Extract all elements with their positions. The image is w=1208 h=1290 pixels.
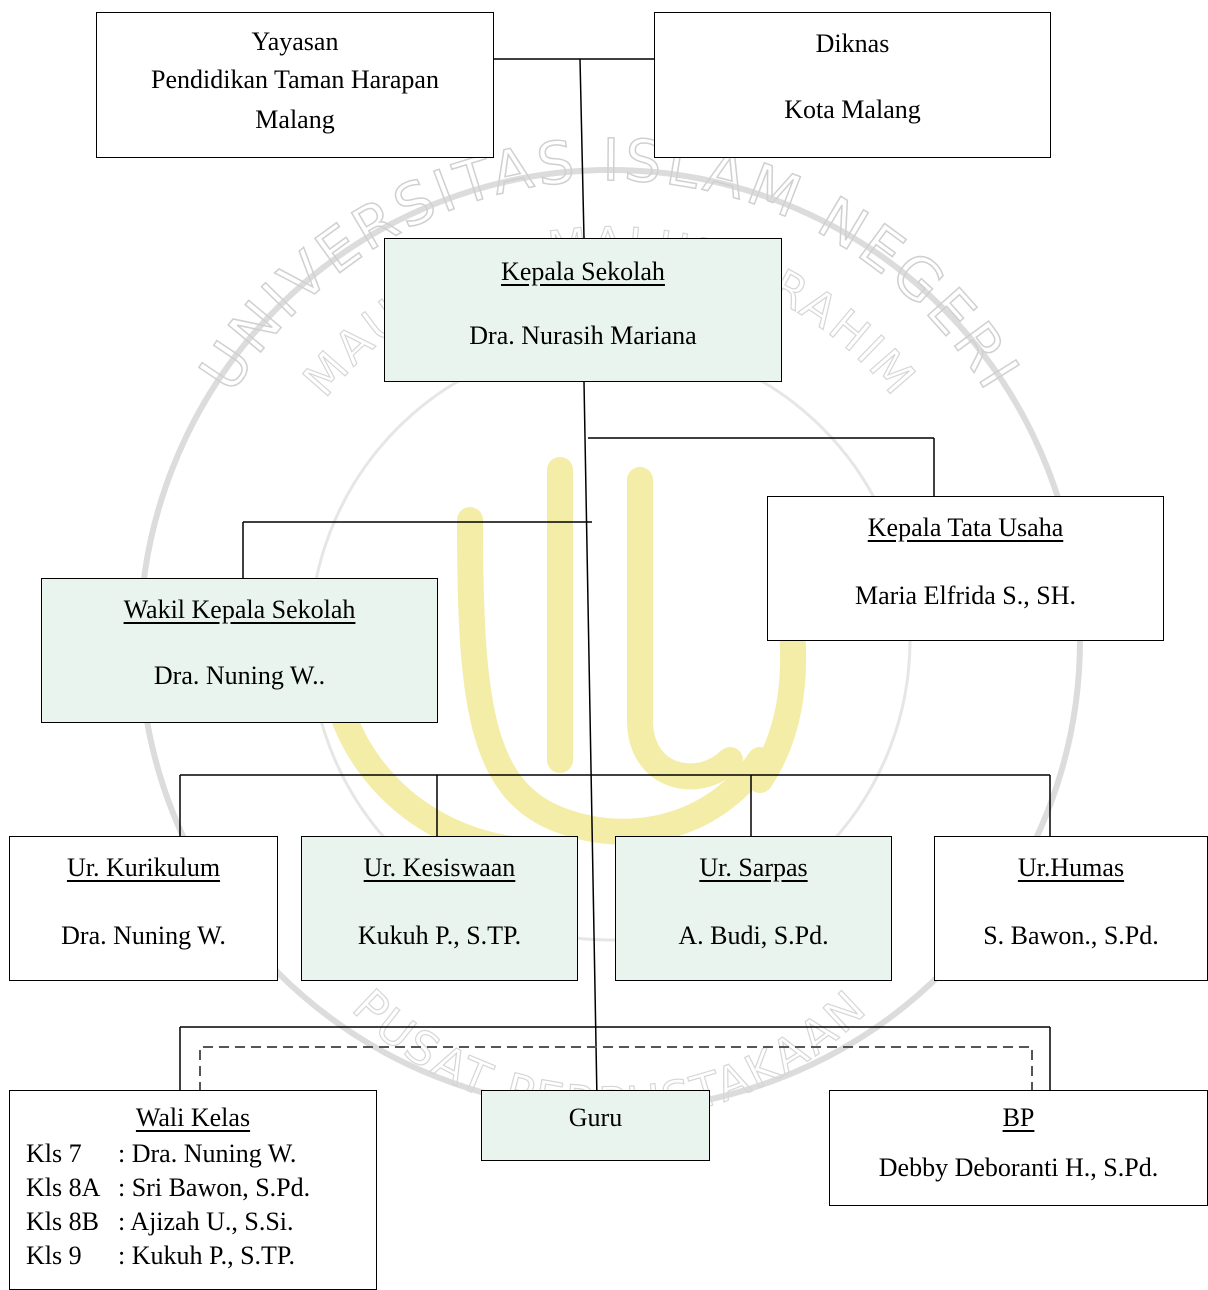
line-top-to-kepala: [579, 58, 585, 239]
kesiswaan-title: Ur. Kesiswaan: [363, 853, 516, 882]
kls-8b-label: Kls 8B: [26, 1207, 99, 1236]
wali-kelas-row-8b: Kls 8B : Ajizah U., S.Si.: [26, 1207, 294, 1237]
bp-title: BP: [1002, 1103, 1035, 1132]
sarpas-name: A. Budi, S.Pd.: [678, 921, 829, 950]
kls-9-name: : Kukuh P., S.TP.: [118, 1241, 295, 1270]
kesiswaan-name: Kukuh P., S.TP.: [357, 921, 522, 950]
diknas-line-2: Kota Malang: [784, 95, 921, 124]
node-ur-humas: Ur.Humas S. Bawon., S.Pd.: [934, 836, 1208, 981]
wali-kelas-row-8a: Kls 8A : Sri Bawon, S.Pd.: [26, 1173, 310, 1203]
node-ur-kurikulum: Ur. Kurikulum Dra. Nuning W.: [9, 836, 278, 981]
line-coordination-dashed: [199, 1046, 1033, 1092]
humas-name: S. Bawon., S.Pd.: [983, 921, 1159, 950]
kls-9-label: Kls 9: [26, 1241, 82, 1270]
sarpas-title: Ur. Sarpas: [699, 853, 808, 882]
kls-8a-label: Kls 8A: [26, 1173, 101, 1202]
node-yayasan: Yayasan Pendidikan Taman Harapan Malang: [96, 12, 494, 158]
bp-name: Debby Deboranti H., S.Pd.: [878, 1153, 1159, 1182]
node-wali-kelas: Wali Kelas Kls 7 : Dra. Nuning W. Kls 8A:…: [9, 1090, 377, 1290]
node-wakil-kepala-sekolah: Wakil Kepala Sekolah Dra. Nuning W..: [41, 578, 438, 723]
wali-kelas-row-9: Kls 9 : Kukuh P., S.TP.: [26, 1241, 295, 1271]
kls-8a-name: : Sri Bawon, S.Pd.: [118, 1173, 311, 1202]
guru-title: Guru: [568, 1103, 623, 1132]
yayasan-line-2: Pendidikan Taman Harapan: [151, 65, 439, 94]
node-guru: Guru: [481, 1090, 710, 1161]
wali-kelas-row-7: Kls 7 : Dra. Nuning W.: [26, 1139, 296, 1169]
humas-title: Ur.Humas: [1017, 853, 1125, 882]
kls-7-label: Kls 7: [26, 1139, 82, 1168]
kepala-sekolah-title: Kepala Sekolah: [501, 257, 665, 286]
wakil-name: Dra. Nuning W..: [153, 661, 326, 690]
node-kepala-sekolah: Kepala Sekolah Dra. Nurasih Mariana: [384, 238, 782, 382]
kls-7-name: : Dra. Nuning W.: [118, 1139, 297, 1168]
node-ur-sarpas: Ur. Sarpas A. Budi, S.Pd.: [615, 836, 892, 981]
kepala-tu-name: Maria Elfrida S., SH.: [855, 581, 1076, 610]
yayasan-line-1: Yayasan: [251, 27, 339, 56]
kepala-sekolah-name: Dra. Nurasih Mariana: [469, 321, 697, 350]
diknas-line-1: Diknas: [815, 29, 890, 58]
node-bp: BP Debby Deboranti H., S.Pd.: [829, 1090, 1208, 1206]
wali-kelas-title: Wali Kelas: [135, 1103, 251, 1132]
line-main-trunk: [583, 381, 598, 1101]
wakil-title: Wakil Kepala Sekolah: [123, 595, 356, 624]
node-diknas: Diknas Kota Malang: [654, 12, 1051, 158]
kls-8b-name: : Ajizah U., S.Si.: [118, 1207, 294, 1236]
kurikulum-name: Dra. Nuning W.: [61, 921, 226, 950]
yayasan-line-3: Malang: [255, 105, 335, 134]
node-kepala-tata-usaha: Kepala Tata Usaha Maria Elfrida S., SH.: [767, 496, 1164, 641]
node-ur-kesiswaan: Ur. Kesiswaan Kukuh P., S.TP.: [301, 836, 578, 981]
kurikulum-title: Ur. Kurikulum: [66, 853, 221, 882]
kepala-tu-title: Kepala Tata Usaha: [867, 513, 1064, 542]
